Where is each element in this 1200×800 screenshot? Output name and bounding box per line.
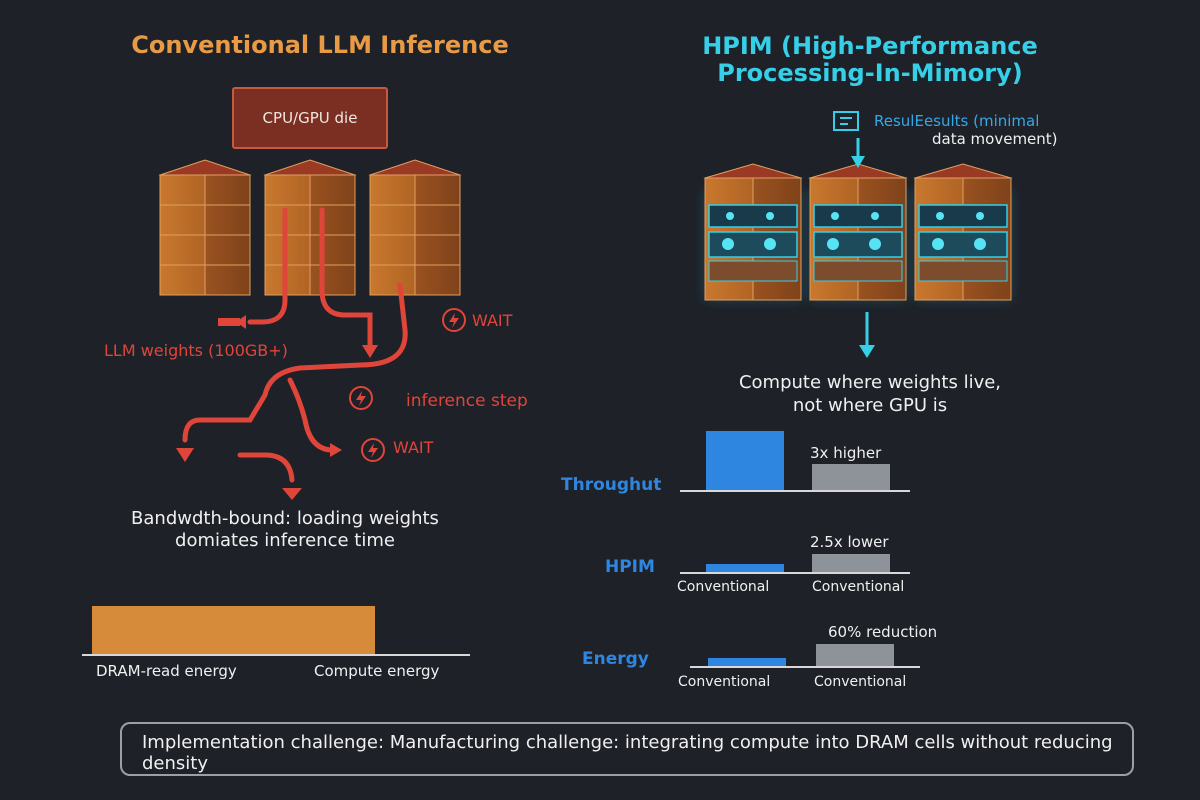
results-label-line2: data movement) [932,130,1058,148]
right-title-line2: Processing-In-Mimory) [717,59,1023,87]
energy-bar-hpim [708,658,786,666]
energy-bar-conventional [816,644,894,666]
results-label: ResulEesults (minimal [874,112,1039,130]
throughput-bar-hpim [706,431,784,490]
latency-bar-hpim [706,564,784,572]
hpim-stack-3 [913,163,1013,301]
energy-annotation: 60% reduction [828,623,938,641]
lightning-icon-wait-2 [361,438,385,462]
results-label-line1: ResulEesults (minimal [874,112,1040,130]
dram-stack-1 [158,159,252,296]
throughput-bar-conventional [812,464,890,490]
compute-energy-label: Compute energy [314,662,440,680]
energy-label: Energy [582,649,649,669]
right-title-line1: HPIM (High-Performance [702,32,1038,60]
implementation-challenge-box: Implementation challenge: Manufacturing … [120,722,1134,776]
latency-bar-label-1: Conventional [677,579,770,595]
wait-label-2: WAIT [393,438,434,457]
compute-note-line2: not where GPU is [792,395,948,416]
lightning-icon-wait-1 [442,308,466,332]
energy-bar-label-1: Conventional [678,674,771,690]
hpim-metric-label: HPIM [605,557,655,577]
compute-note-line1: Compute where weights live, [738,372,1002,393]
llm-weights-label: LLM weights (100GB+) [104,341,288,360]
dram-stack-2 [263,159,357,296]
energy-baseline [82,654,470,656]
throughput-label: Throughut [561,475,662,495]
latency-bar-label-2: Conventional [812,579,905,595]
arrow-heads [176,315,378,500]
energy-bar-label-2: Conventional [814,674,907,690]
weight-transfer-arrows [182,207,408,483]
wait-label-1: WAIT [472,311,513,330]
dram-read-energy-label: DRAM-read energy [96,662,237,680]
left-title: Conventional LLM Inference [131,31,509,59]
throughput-annotation: 3x higher [810,444,882,462]
bandwidth-note-line2: domiates inference time [175,530,395,551]
dram-read-energy-bar [92,606,375,654]
inference-step-label: inference step [406,391,528,411]
latency-baseline [680,572,910,574]
cpu-gpu-die: CPU/GPU die [232,87,388,149]
hpim-stack-2 [808,163,908,301]
bandwidth-note-line1: Bandwdth-bound: loading weights [131,508,439,529]
dram-stack-3 [368,159,462,296]
implementation-challenge-text: Implementation challenge: Manufacturing … [142,732,1113,774]
dash-mark [218,318,240,326]
energy-right-baseline [690,666,920,668]
latency-annotation: 2.5x lower [810,533,889,551]
lightning-icon-inference [349,386,373,410]
chip-results-icon [833,111,859,131]
throughput-baseline [680,490,910,492]
hpim-stack-1 [703,163,803,301]
latency-bar-conventional [812,554,890,572]
